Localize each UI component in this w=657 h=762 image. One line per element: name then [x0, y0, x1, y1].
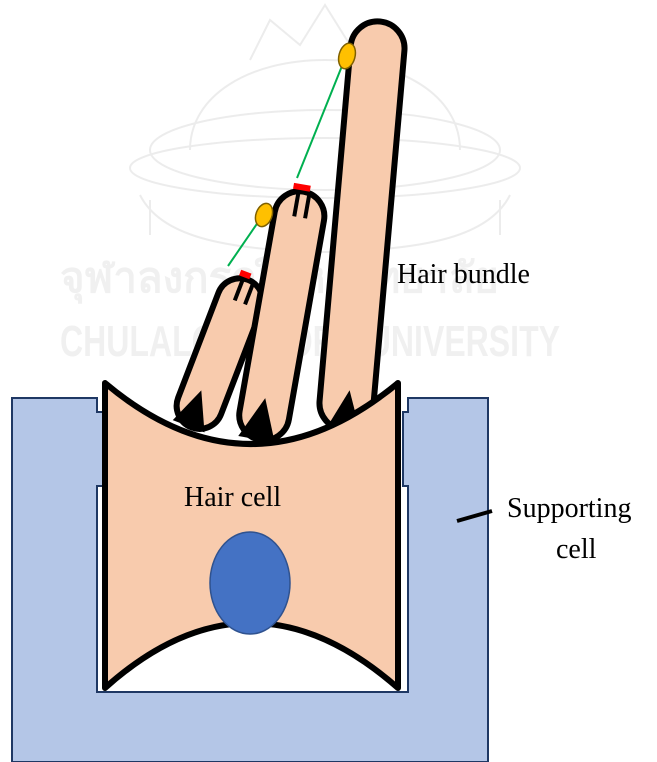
supporting-cell-label-line1: Supporting: [507, 493, 631, 524]
hair-bundle-label: Hair bundle: [397, 259, 530, 290]
nucleus: [210, 532, 290, 634]
supporting-cell-label-line2: cell: [556, 534, 597, 565]
hair-bundle: [170, 19, 407, 444]
stereocilium-tall: [317, 19, 407, 432]
hair-cell-label: Hair cell: [184, 482, 281, 513]
english-watermark-text: Chulalongkorn University: [60, 317, 560, 366]
